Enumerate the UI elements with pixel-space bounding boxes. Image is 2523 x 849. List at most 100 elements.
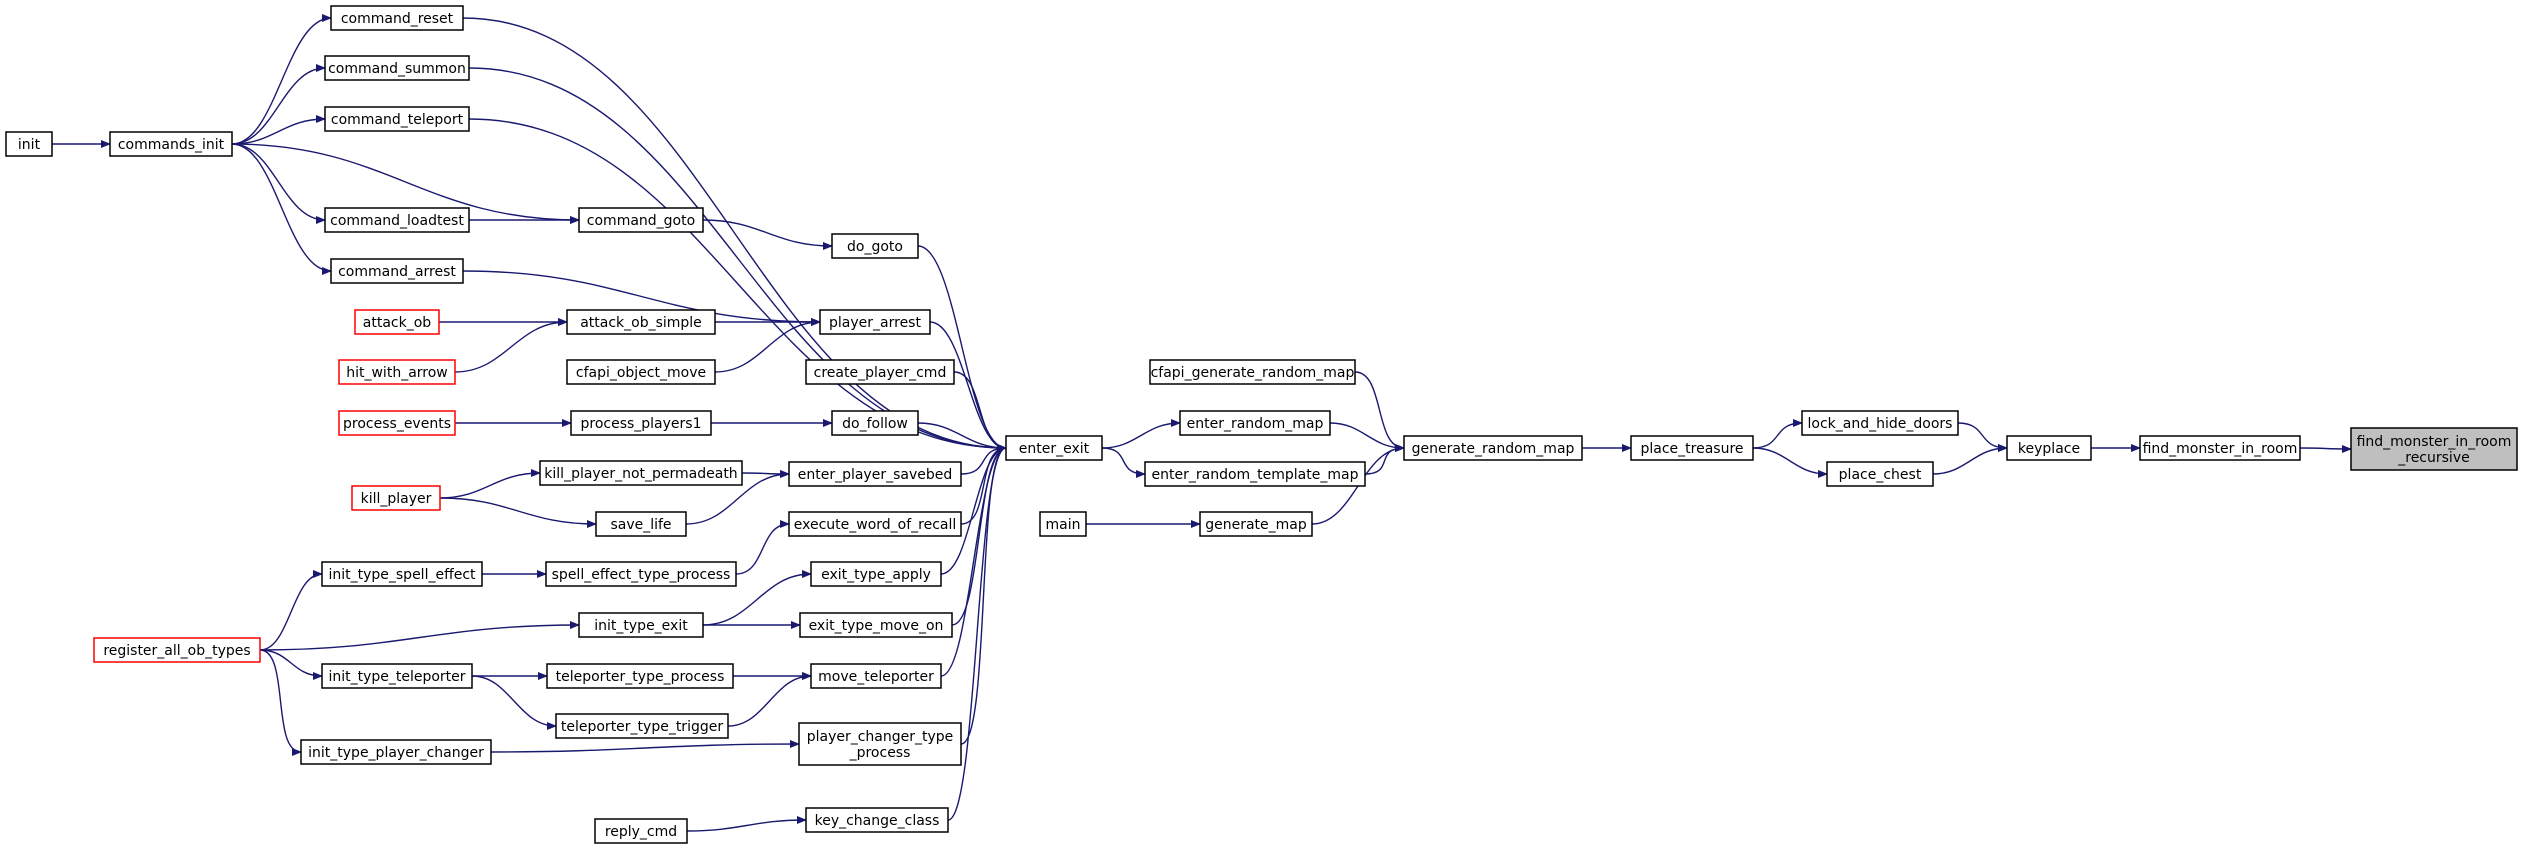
node-label: hit_with_arrow [346,365,448,381]
node-label: init [18,137,41,153]
node-init-type-teleporter[interactable]: init_type_teleporter [321,663,473,689]
node-player-changer-type-process[interactable]: player_changer_type_process [798,722,962,766]
node-command-loadtest[interactable]: command_loadtest [324,207,470,233]
node-create-player-cmd[interactable]: create_player_cmd [805,359,955,385]
node-key-change-class[interactable]: key_change_class [805,807,949,833]
node-box [595,511,687,537]
node-box [819,309,931,335]
node-box [546,663,734,689]
edge-do-goto-to-enter-exit [917,245,1007,452]
edge-line [947,444,1007,821]
edge-line [929,321,1007,452]
node-exit-type-apply[interactable]: exit_type_apply [810,561,942,587]
node-enter-random-map[interactable]: enter_random_map [1179,410,1331,436]
node-execute-word-of-recall[interactable]: execute_word_of_recall [788,511,962,537]
node-generate-map[interactable]: generate_map [1199,511,1313,537]
edge-init-type-exit-to-exit-type-apply [702,570,812,626]
node-label: command_loadtest [330,213,464,229]
node-label: cfapi_generate_random_map [1151,365,1355,381]
node-attack-ob[interactable]: attack_ob [354,309,440,335]
node-label: do_follow [842,416,908,432]
node-init-type-player-changer[interactable]: init_type_player_changer [300,739,492,765]
node-label: init_type_teleporter [328,669,465,685]
node-init-type-exit[interactable]: init_type_exit [578,612,704,638]
node-label: enter_random_map [1187,416,1324,432]
node-box [330,5,464,31]
node-box [1005,435,1103,461]
node-lock-and-hide-doors[interactable]: lock_and_hide_doors [1801,410,1959,436]
node-kill-player-not-permadeath[interactable]: kill_player_not_permadeath [539,460,743,486]
node-command-goto[interactable]: command_goto [578,207,704,233]
node-main[interactable]: main [1039,511,1087,537]
node-command-reset[interactable]: command_reset [330,5,464,31]
node-label: enter_random_template_map [1152,467,1359,483]
node-move-teleporter[interactable]: move_teleporter [810,663,942,689]
node-attack-ob-simple[interactable]: attack_ob_simple [566,309,716,335]
node-label: find_monster_in_room [2143,441,2298,457]
node-register-all-ob-types[interactable]: register_all_ob_types [93,637,261,663]
node-label: command_summon [328,61,466,77]
node-command-summon[interactable]: command_summon [324,55,470,81]
edge-line [960,444,1007,525]
node-init-type-spell-effect[interactable]: init_type_spell_effect [321,561,483,587]
node-init[interactable]: init [5,131,53,157]
node-exit-type-move-on[interactable]: exit_type_move_on [799,612,953,638]
node-box [338,359,456,385]
node-box [5,131,53,157]
edge-reply-cmd-to-key-change-class [686,816,807,832]
node-teleporter-type-trigger[interactable]: teleporter_type_trigger [555,713,729,739]
node-place-treasure[interactable]: place_treasure [1630,435,1754,461]
node-box [539,460,743,486]
edge-line [917,422,1007,452]
node-reply-cmd[interactable]: reply_cmd [594,818,688,844]
edge-line [1752,419,1803,449]
node-generate-random-map[interactable]: generate_random_map [1403,435,1583,461]
node-do-goto[interactable]: do_goto [831,233,919,259]
edge-line [714,318,821,373]
node-box [831,233,919,259]
node-teleporter-type-process[interactable]: teleporter_type_process [546,663,734,689]
node-kill-player[interactable]: kill_player [351,485,441,511]
node-process-events[interactable]: process_events [338,410,456,436]
node-find-monster-in-room[interactable]: find_monster_in_room [2139,435,2301,461]
node-label: generate_map [1205,517,1307,533]
edge-enter-exit-to-enter-random-map [1101,419,1181,449]
edge-line [940,444,1007,677]
node-box [2350,427,2518,471]
node-box [594,818,688,844]
node-box [1801,410,1959,436]
edge-line [1932,444,2008,475]
node-cfapi-object-move[interactable]: cfapi_object_move [566,359,716,385]
node-cfapi-generate-random-map[interactable]: cfapi_generate_random_map [1149,359,1356,385]
node-spell-effect-type-process[interactable]: spell_effect_type_process [545,561,737,587]
node-label: register_all_ob_types [103,643,250,659]
node-place-chest[interactable]: place_chest [1826,461,1934,487]
node-process-players1[interactable]: process_players1 [570,410,712,436]
node-enter-random-template-map[interactable]: enter_random_template_map [1144,461,1366,487]
node-enter-exit[interactable]: enter_exit [1005,435,1103,461]
node-box [805,359,955,385]
node-player-arrest[interactable]: player_arrest [819,309,931,335]
node-hit-with-arrow[interactable]: hit_with_arrow [338,359,456,385]
node-command-arrest[interactable]: command_arrest [330,258,464,284]
node-label: init_type_player_changer [308,745,484,761]
node-label: command_arrest [338,264,456,280]
node-label: cfapi_object_move [576,365,706,381]
node-enter-player-savebed[interactable]: enter_player_savebed [788,461,962,487]
node-label: do_goto [847,239,903,255]
node-commands-init[interactable]: commands_init [109,131,233,157]
node-box [1403,435,1583,461]
node-keyplace[interactable]: keyplace [2006,435,2092,461]
node-do-follow[interactable]: do_follow [831,410,919,436]
node-label: teleporter_type_process [556,669,725,685]
node-target[interactable]: find_monster_in_room_recursive [2350,427,2518,471]
node-box [1630,435,1754,461]
edge-move-teleporter-to-enter-exit [940,444,1007,677]
node-save-life[interactable]: save_life [595,511,687,537]
node-command-teleport[interactable]: command_teleport [324,106,470,132]
edge-line [1101,419,1181,449]
node-box [788,511,962,537]
node-box [354,309,440,335]
node-box [799,612,953,638]
